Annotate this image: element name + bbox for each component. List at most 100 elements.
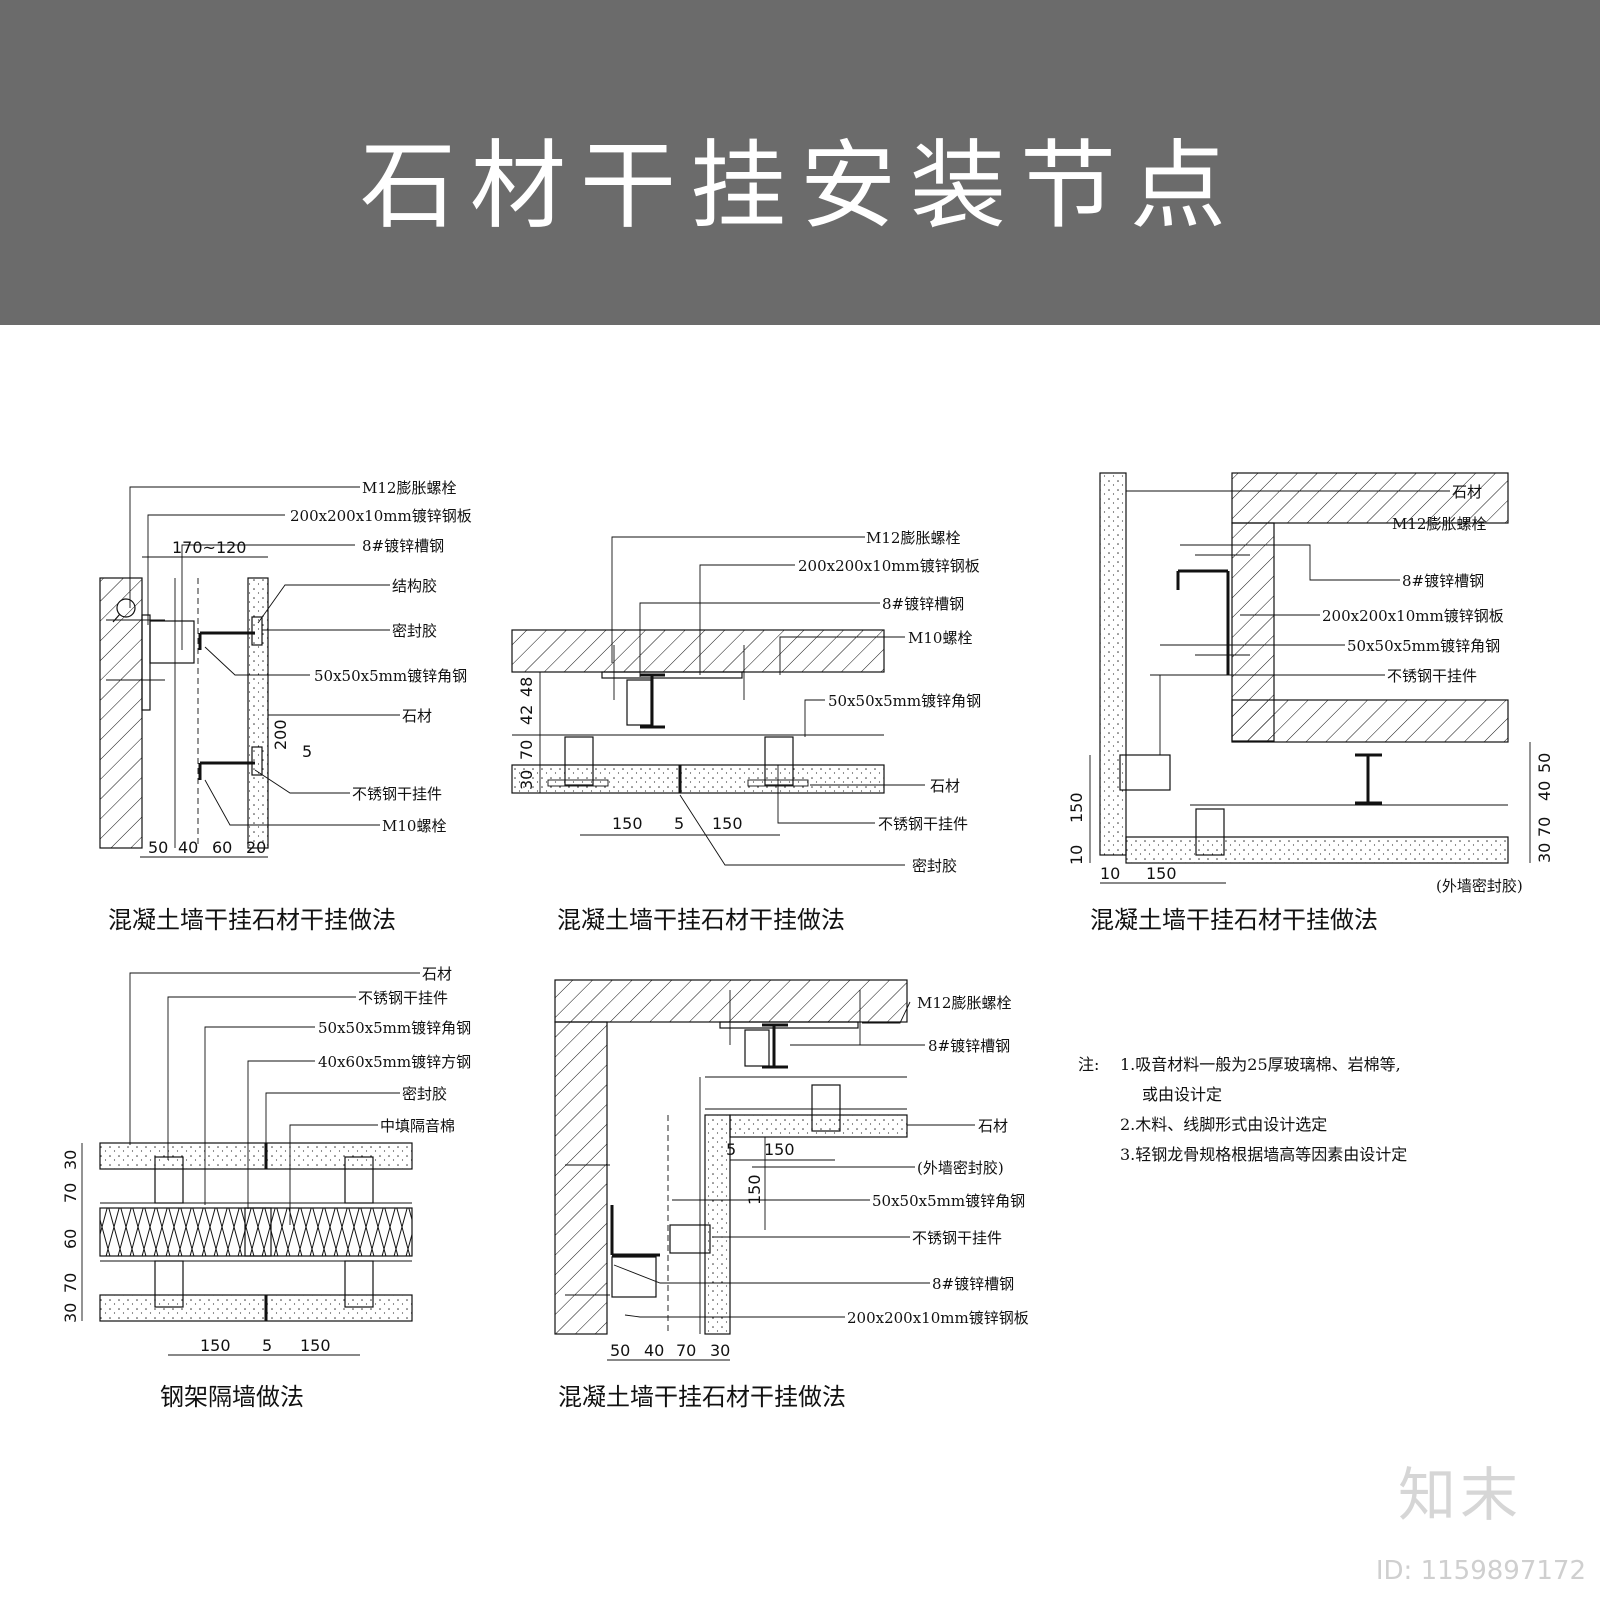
concrete-slab (511, 629, 885, 673)
label-stone: 石材 (930, 777, 960, 795)
dim-5: 5 (726, 1140, 736, 1159)
brand-logo: 知末 (1397, 1461, 1522, 1529)
dim-5: 5 (262, 1336, 272, 1355)
dim-150-h: 150 (764, 1140, 795, 1159)
concrete-corner (1231, 699, 1509, 743)
label-m12-bolt: M12膨胀螺栓 (1392, 515, 1486, 533)
stone-panel (247, 577, 269, 849)
caption-detail-2: 混凝土墙干挂石材干挂做法 (557, 906, 845, 934)
header-banner: 石材干挂安装节点 (0, 0, 1600, 325)
dim-5: 5 (674, 814, 684, 833)
caption-detail-1: 混凝土墙干挂石材干挂做法 (108, 906, 396, 934)
asset-id: ID: 1159897172 (1375, 1556, 1586, 1586)
label-sealant: 密封胶 (402, 1085, 447, 1103)
label-angle-steel: 50x50x5mm镀锌角钢 (1347, 637, 1500, 655)
dim-48: 48 (517, 677, 536, 697)
notes-prefix: 注: (1078, 1055, 1099, 1074)
note-line-3: 2.木料、线脚形式由设计选定 (1120, 1115, 1327, 1134)
concrete-wall (99, 577, 143, 849)
concrete-wall (554, 1021, 608, 1335)
label-sealant: 密封胶 (392, 622, 437, 640)
label-channel-steel: 8#镀锌槽钢 (882, 595, 964, 613)
label-hanger: 不锈钢干挂件 (912, 1229, 1002, 1247)
label-exterior-sealant: (外墙密封胶) (917, 1159, 1004, 1177)
dim-60: 60 (212, 838, 232, 857)
page-title: 石材干挂安装节点 (360, 130, 1240, 242)
detail-2: M12膨胀螺栓 200x200x10mm镀锌钢板 8#镀锌槽钢 M10螺栓 50… (511, 529, 981, 934)
drawing-sheet: M12膨胀螺栓 200x200x10mm镀锌钢板 8#镀锌槽钢 结构胶 密封胶 … (61, 472, 1554, 1411)
caption-detail-4: 钢架隔墙做法 (160, 1383, 304, 1411)
dim-50: 50 (610, 1341, 630, 1360)
label-channel-steel-top: 8#镀锌槽钢 (928, 1037, 1010, 1055)
notes: 注: 1.吸音材料一般为25厚玻璃棉、岩棉等, 或由设计定 2.木料、线脚形式由… (1078, 1055, 1407, 1164)
detail-1: M12膨胀螺栓 200x200x10mm镀锌钢板 8#镀锌槽钢 结构胶 密封胶 … (99, 479, 472, 934)
stone-panel-horizontal (729, 1114, 908, 1138)
dim-30: 30 (710, 1341, 730, 1360)
label-angle-steel: 50x50x5mm镀锌角钢 (314, 667, 467, 685)
label-stone: 石材 (1452, 483, 1482, 501)
dim-40: 40 (1535, 781, 1554, 801)
dim-10-v: 10 (1067, 845, 1086, 865)
stone-panel (511, 764, 885, 794)
stone-panel-bottom (99, 1294, 413, 1322)
detail-5: M12膨胀螺栓 8#镀锌槽钢 石材 (外墙密封胶) 50x50x5mm镀锌角钢 … (554, 979, 1029, 1411)
stone-panel-horizontal (1125, 836, 1509, 864)
label-m10-bolt: M10螺栓 (382, 817, 446, 835)
caption-detail-3: 混凝土墙干挂石材干挂做法 (1090, 906, 1378, 934)
label-steel-plate: 200x200x10mm镀锌钢板 (847, 1309, 1029, 1327)
dim-150-v: 150 (745, 1174, 764, 1205)
detail-3: 石材 M12膨胀螺栓 8#镀锌槽钢 200x200x10mm镀锌钢板 50x50… (1067, 472, 1554, 934)
label-hanger: 不锈钢干挂件 (358, 989, 448, 1007)
stone-panel-top (99, 1142, 413, 1170)
dim-150-left: 150 (612, 814, 643, 833)
dim-150-right: 150 (300, 1336, 331, 1355)
label-steel-plate: 200x200x10mm镀锌钢板 (290, 507, 472, 525)
label-hanger: 不锈钢干挂件 (352, 785, 442, 803)
label-m10-bolt: M10螺栓 (908, 629, 972, 647)
dim-50: 50 (148, 838, 168, 857)
dim-70: 70 (676, 1341, 696, 1360)
label-exterior-sealant: (外墙密封胶) (1436, 877, 1523, 895)
label-acoustic-wool: 中填隔音棉 (380, 1117, 455, 1135)
dim-40: 40 (644, 1341, 664, 1360)
dim-30: 30 (517, 770, 536, 790)
label-angle-steel: 50x50x5mm镀锌角钢 (318, 1019, 471, 1037)
label-steel-plate: 200x200x10mm镀锌钢板 (1322, 607, 1504, 625)
dim-gap: 170~120 (172, 538, 246, 557)
dim-70: 70 (1535, 817, 1554, 837)
label-stone: 石材 (402, 707, 432, 725)
label-channel-steel: 8#镀锌槽钢 (362, 537, 444, 555)
label-channel-steel-bottom: 8#镀锌槽钢 (932, 1275, 1014, 1293)
dim-30: 30 (1535, 843, 1554, 863)
dim-70-bottom: 70 (61, 1273, 80, 1293)
dim-40: 40 (178, 838, 198, 857)
dim-70-top: 70 (61, 1183, 80, 1203)
dim-30-bottom: 30 (61, 1303, 80, 1323)
label-angle-steel: 50x50x5mm镀锌角钢 (872, 1192, 1025, 1210)
label-structural-glue: 结构胶 (392, 577, 437, 595)
caption-detail-5: 混凝土墙干挂石材干挂做法 (558, 1383, 846, 1411)
dim-5: 5 (302, 742, 312, 761)
dim-50: 50 (1535, 753, 1554, 773)
stone-panel-vertical (1099, 472, 1127, 856)
label-hanger: 不锈钢干挂件 (1387, 667, 1477, 685)
note-line-2: 或由设计定 (1142, 1085, 1222, 1104)
dim-30-top: 30 (61, 1150, 80, 1170)
label-square-steel: 40x60x5mm镀锌方钢 (318, 1053, 471, 1071)
magnifier-icon (116, 598, 136, 618)
dim-150-left: 150 (200, 1336, 231, 1355)
note-line-1: 1.吸音材料一般为25厚玻璃棉、岩棉等, (1120, 1055, 1401, 1074)
label-sealant: 密封胶 (912, 857, 957, 875)
label-angle-steel: 50x50x5mm镀锌角钢 (828, 692, 981, 710)
dim-20: 20 (246, 838, 266, 857)
dim-60: 60 (61, 1229, 80, 1249)
dim-42: 42 (517, 705, 536, 725)
dim-70: 70 (517, 740, 536, 760)
label-hanger: 不锈钢干挂件 (878, 815, 968, 833)
label-steel-plate: 200x200x10mm镀锌钢板 (798, 557, 980, 575)
note-line-4: 3.轻钢龙骨规格根据墙高等因素由设计定 (1120, 1145, 1407, 1164)
label-stone: 石材 (978, 1117, 1008, 1135)
dim-200: 200 (271, 719, 290, 750)
label-channel-steel: 8#镀锌槽钢 (1402, 572, 1484, 590)
label-m12-bolt: M12膨胀螺栓 (362, 479, 456, 497)
